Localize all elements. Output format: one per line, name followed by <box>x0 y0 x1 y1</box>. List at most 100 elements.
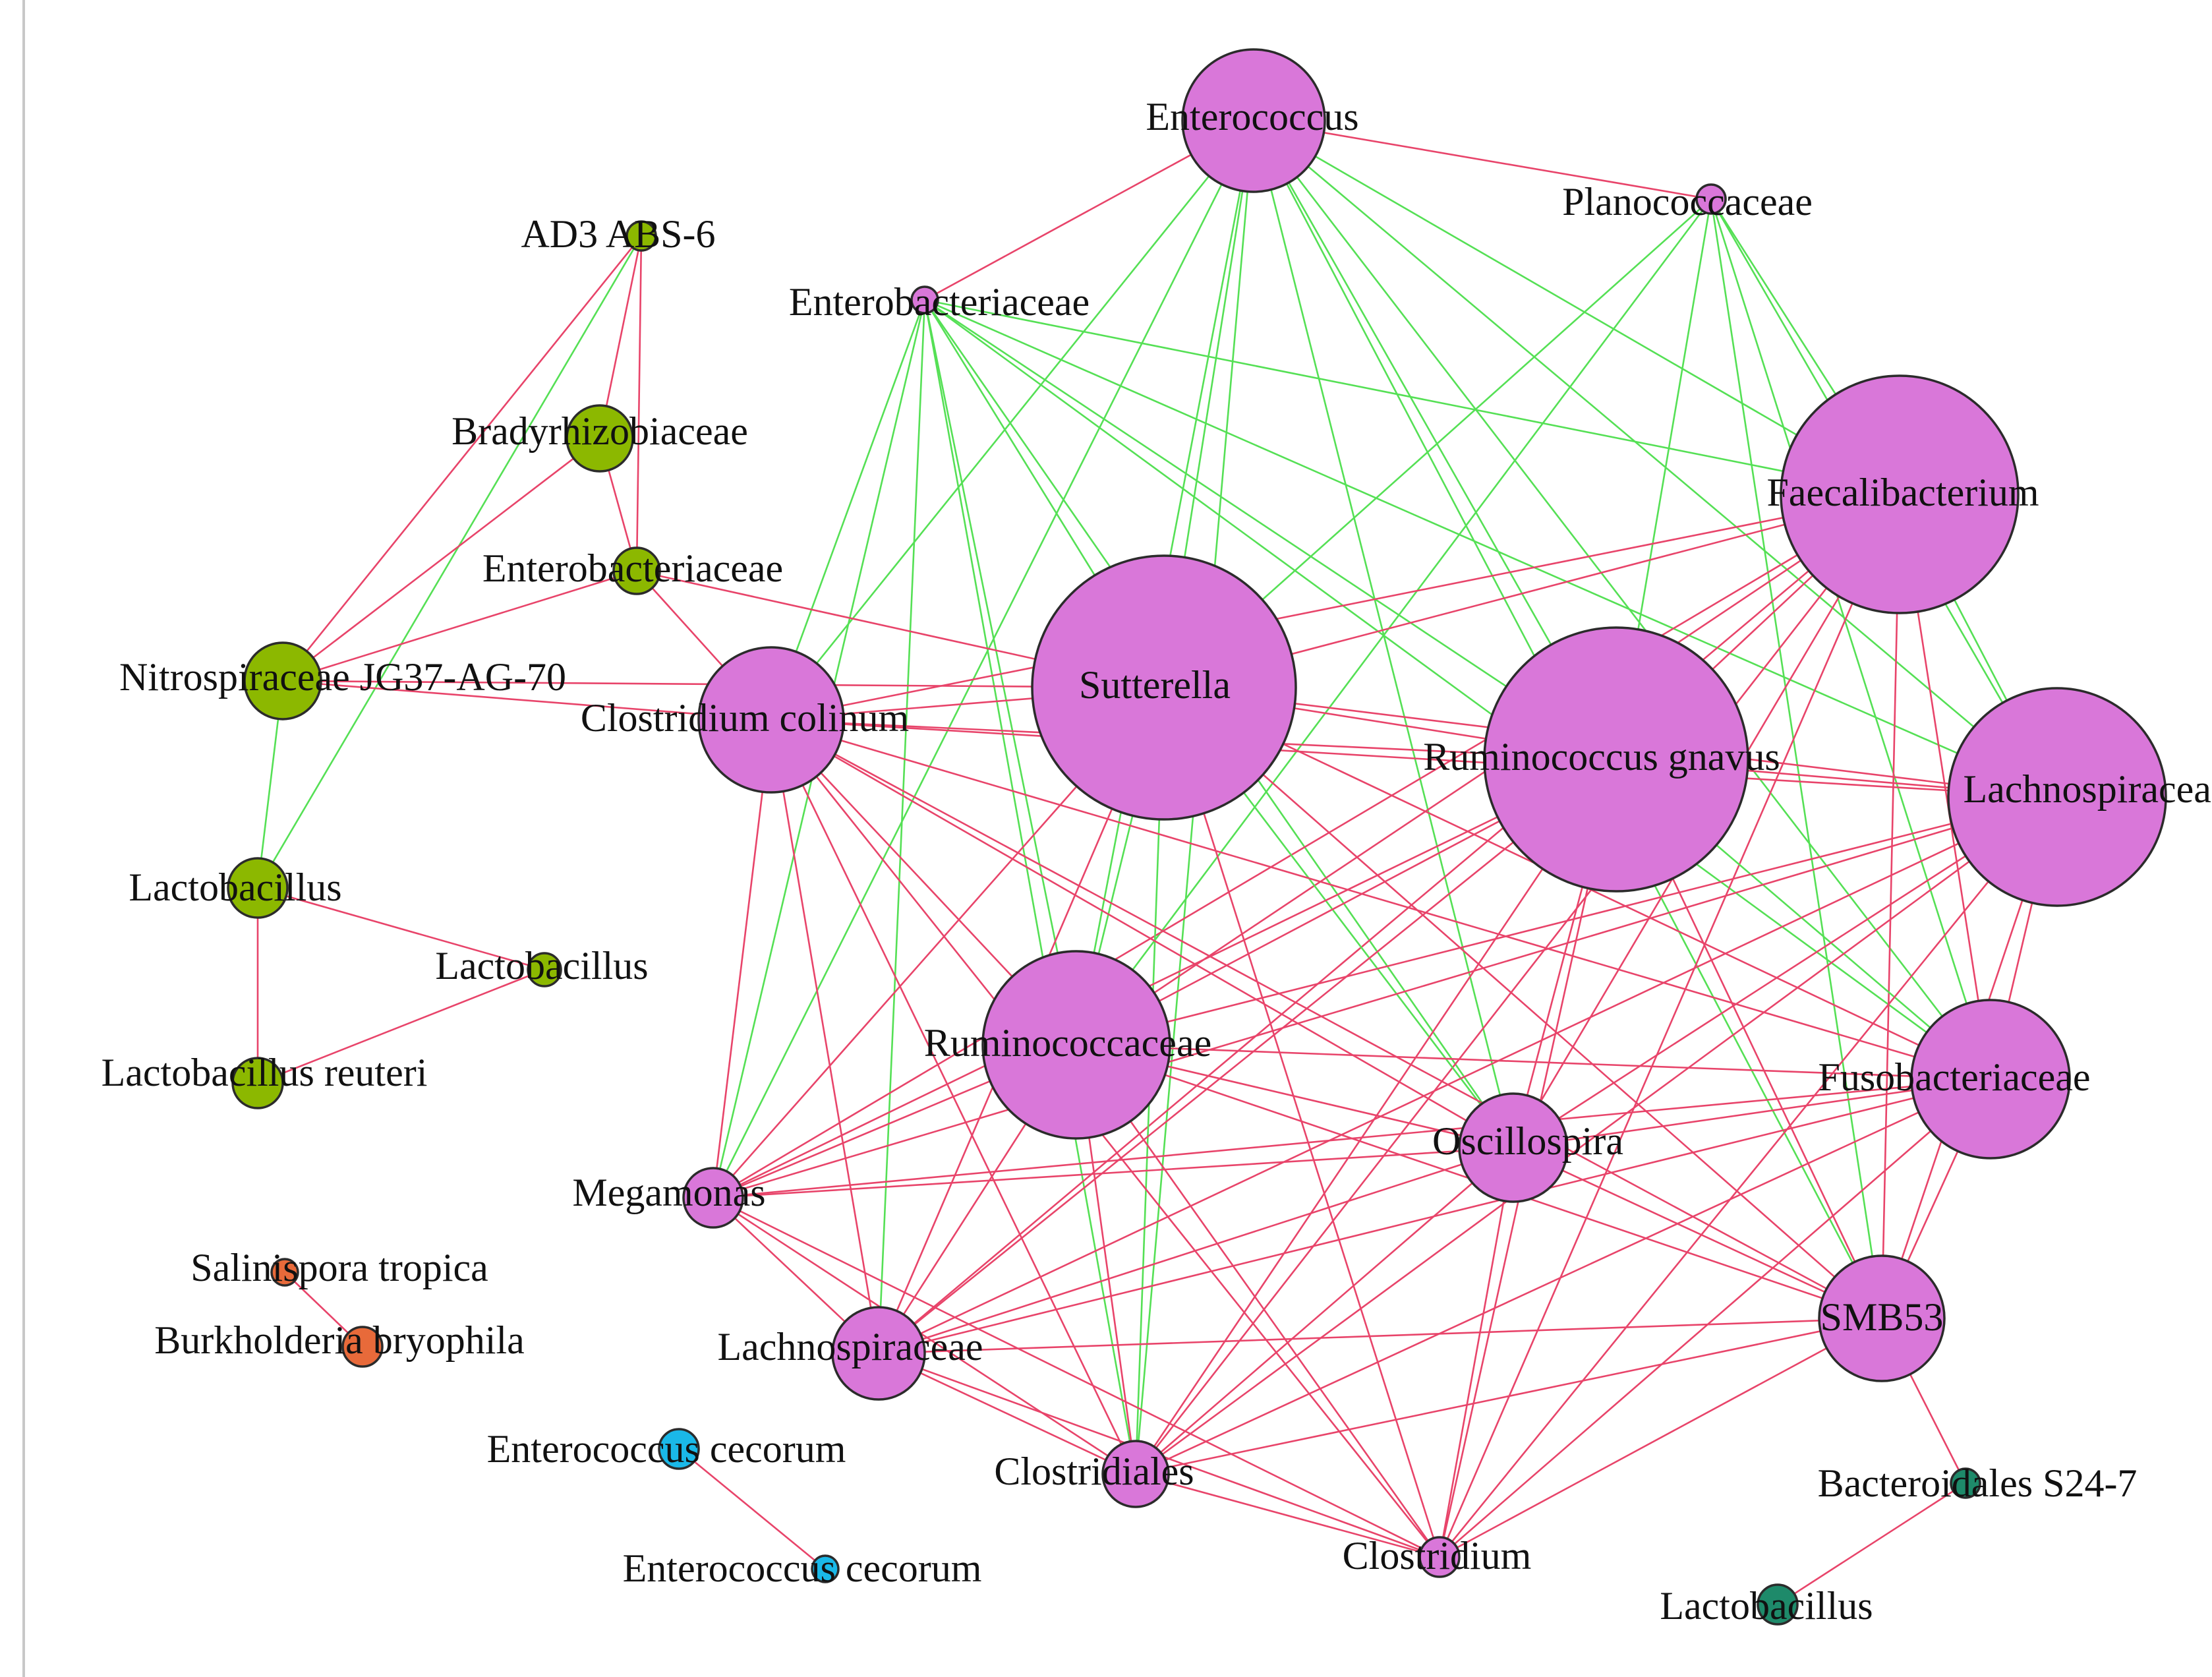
node-clostridium_colinum[interactable] <box>697 646 845 794</box>
node-label-enterobacteriaceae_p: Enterobacteriaceae <box>789 280 1090 324</box>
positive-edge-enterobacteriaceae_p-fusobacteriaceae <box>924 299 1991 1080</box>
node-clostridium[interactable] <box>1418 1536 1461 1578</box>
node-fusobacteriaceae[interactable] <box>1910 999 2071 1160</box>
node-label-enterococcus_cecorum_1: Enterococcus cecorum <box>487 1427 846 1471</box>
positive-edge-enterococcus-clostridium_colinum <box>770 120 1255 721</box>
node-burkholderia[interactable] <box>341 1326 384 1368</box>
node-label-lactobacillus_2: Lactobacillus <box>435 944 648 987</box>
node-ad3_abs6[interactable] <box>626 220 657 252</box>
negative-edge-clostridium_colinum-clostridium <box>770 719 1441 1558</box>
negative-edge-enterobacteriaceae_o-nitrospiraceae <box>282 570 637 682</box>
negative-edge-megamonas-clostridiales <box>713 1196 1136 1475</box>
negative-edge-ruminococcus_gnavus-lachnospiraceae_small <box>878 758 1617 1355</box>
negative-edge-smb53-lachnospiraceae_small <box>878 1317 1882 1355</box>
negative-edge-oscillospira-lachnospiraceae_small <box>878 1146 1514 1355</box>
negative-edge-faecalibacterium-megamonas <box>713 493 1900 1199</box>
negative-edge-ruminococcaceae-clostridium <box>1075 1044 1441 1558</box>
node-label-ruminococcus_gnavus: Ruminococcus gnavus <box>1423 735 1780 779</box>
node-bradyrhizobiaceae[interactable] <box>566 404 634 473</box>
negative-edge-clostridium_colinum-lachnospiraceae_small <box>770 719 880 1354</box>
node-sutterella[interactable] <box>1031 554 1297 821</box>
node-label-clostridium_colinum: Clostridium colinum <box>581 696 909 740</box>
negative-edge-ruminococcus_gnavus-clostridiales <box>1134 759 1617 1475</box>
node-megamonas[interactable] <box>682 1167 744 1229</box>
negative-edge-clostridium_colinum-lachnospiraceae_big <box>771 719 2058 798</box>
node-label-smb53: SMB53 <box>1820 1295 1944 1339</box>
node-label-enterococcus: Enterococcus <box>1146 95 1358 138</box>
node-planococcaceae[interactable] <box>1695 183 1727 215</box>
node-enterococcus_cecorum_2[interactable] <box>811 1554 840 1583</box>
negative-edge-sutterella-smb53 <box>1163 687 1882 1319</box>
negative-edge-oscillospira-clostridium <box>1438 1147 1515 1558</box>
node-ruminococcaceae[interactable] <box>981 950 1171 1140</box>
node-enterococcus[interactable] <box>1181 48 1326 193</box>
node-lachnospiraceae_small[interactable] <box>831 1306 926 1401</box>
negative-edge-smb53-clostridiales <box>1135 1317 1882 1475</box>
negative-edge-clostridium_colinum-megamonas <box>712 719 772 1198</box>
negative-edge-bacteroidales-lactobacillus_3 <box>1777 1482 1966 1606</box>
negative-edge-ad3_abs6-nitrospiraceae <box>281 235 643 682</box>
negative-edge-enterococcus-planococcaceae <box>1253 119 1712 200</box>
positive-edge-enterobacteriaceae_p-lachnospiraceae_small <box>877 299 926 1354</box>
positive-edge-enterobacteriaceae_p-ruminococcus_gnavus <box>924 299 1617 761</box>
node-label-ad3_abs6: AD3 ABS-6 <box>521 212 715 256</box>
positive-edge-enterococcus-megamonas <box>712 120 1255 1198</box>
node-nitrospiraceae[interactable] <box>243 641 322 721</box>
node-label-bradyrhizobiaceae: Bradyrhizobiaceae <box>451 409 748 453</box>
positive-edge-enterococcus-faecalibacterium <box>1253 119 1900 496</box>
negative-edge-lactobacillus_1-lactobacillus_2 <box>257 887 545 971</box>
node-lactobacillus_1[interactable] <box>227 857 289 919</box>
node-bacteroidales[interactable] <box>1950 1467 1981 1499</box>
negative-edge-clostridium_colinum-fusobacteriaceae <box>771 719 1991 1080</box>
negative-edge-fusobacteriaceae-megamonas <box>713 1078 1991 1199</box>
positive-edge-enterobacteriaceae_p-ruminococcaceae <box>923 299 1078 1045</box>
negative-edge-bradyrhizobiaceae-nitrospiraceae <box>282 437 600 682</box>
positive-edge-planococcaceae-smb53 <box>1710 198 1883 1319</box>
negative-edge-lachnospiraceae_big-lachnospiraceae_small <box>878 796 2058 1355</box>
negative-edge-lachnospiraceae_big-megamonas <box>713 796 2058 1199</box>
positive-edge-enterobacteriaceae_p-lachnospiraceae_big <box>924 299 2058 798</box>
node-label-lachnospiraceae_big: Lachnospiraceae <box>1963 767 2212 811</box>
node-ruminococcus_gnavus[interactable] <box>1483 626 1749 893</box>
node-lactobacillus_2[interactable] <box>527 952 562 987</box>
node-label-sutterella: Sutterella <box>1079 663 1231 707</box>
node-label-burkholderia: Burkholderia bryophila <box>154 1318 525 1362</box>
node-label-enterobacteriaceae_o: Enterobacteriaceae <box>482 546 783 590</box>
positive-edge-enterobacteriaceae_p-clostridiales <box>923 299 1137 1475</box>
negative-edge-lactobacillus_reuteri-lactobacillus_2 <box>257 968 545 1084</box>
node-label-clostridiales: Clostridiales <box>994 1450 1194 1493</box>
negative-edge-enterococcus_cecorum_1-enterococcus_cecorum_2 <box>678 1448 826 1570</box>
node-lactobacillus_reuteri[interactable] <box>231 1057 284 1109</box>
node-enterobacteriaceae_o[interactable] <box>612 546 661 595</box>
node-clostridiales[interactable] <box>1101 1440 1170 1508</box>
negative-edge-faecalibacterium-smb53 <box>1880 494 1901 1319</box>
positive-edge-enterococcus-lachnospiraceae_big <box>1253 120 2058 798</box>
node-label-fusobacteriaceae: Fusobacteriaceae <box>1818 1055 2090 1099</box>
node-label-lactobacillus_3: Lactobacillus <box>1660 1584 1873 1628</box>
negative-edge-fusobacteriaceae-clostridium <box>1439 1078 1991 1558</box>
negative-edge-oscillospira-clostridiales <box>1135 1147 1514 1475</box>
positive-edge-ad3_abs6-lactobacillus_1 <box>256 235 643 889</box>
node-faecalibacterium[interactable] <box>1780 374 2020 614</box>
node-label-nitrospiraceae: Nitrospiraceae JG37-AG-70 <box>119 655 566 699</box>
negative-edge-faecalibacterium-clostridium <box>1438 494 1901 1558</box>
node-label-enterococcus_cecorum_2: Enterococcus cecorum <box>623 1546 982 1590</box>
node-label-planococcaceae: Planococcaceae <box>1562 180 1813 223</box>
negative-edge-megamonas-clostridium <box>713 1196 1440 1558</box>
negative-edge-nitrospiraceae-clostridium_colinum <box>282 680 772 721</box>
negative-edge-faecalibacterium-clostridiales <box>1134 494 1901 1475</box>
negative-edge-oscillospira-megamonas <box>713 1146 1514 1199</box>
node-label-salinispora: Salinispora tropica <box>190 1246 488 1289</box>
node-lachnospiraceae_big[interactable] <box>1947 687 2167 907</box>
node-enterococcus_cecorum_1[interactable] <box>658 1428 700 1470</box>
negative-edge-lachnospiraceae_small-clostridiales <box>878 1352 1136 1475</box>
node-smb53[interactable] <box>1818 1254 1946 1382</box>
node-oscillospira[interactable] <box>1458 1092 1569 1203</box>
node-label-lachnospiraceae_small: Lachnospiraceae <box>717 1325 983 1368</box>
negative-edge-faecalibacterium-clostridium_colinum <box>771 493 1900 721</box>
node-salinispora[interactable] <box>270 1258 299 1287</box>
node-lactobacillus_3[interactable] <box>1757 1583 1799 1626</box>
node-label-faecalibacterium: Faecalibacterium <box>1766 471 2039 514</box>
node-enterobacteriaceae_p[interactable] <box>910 285 939 314</box>
